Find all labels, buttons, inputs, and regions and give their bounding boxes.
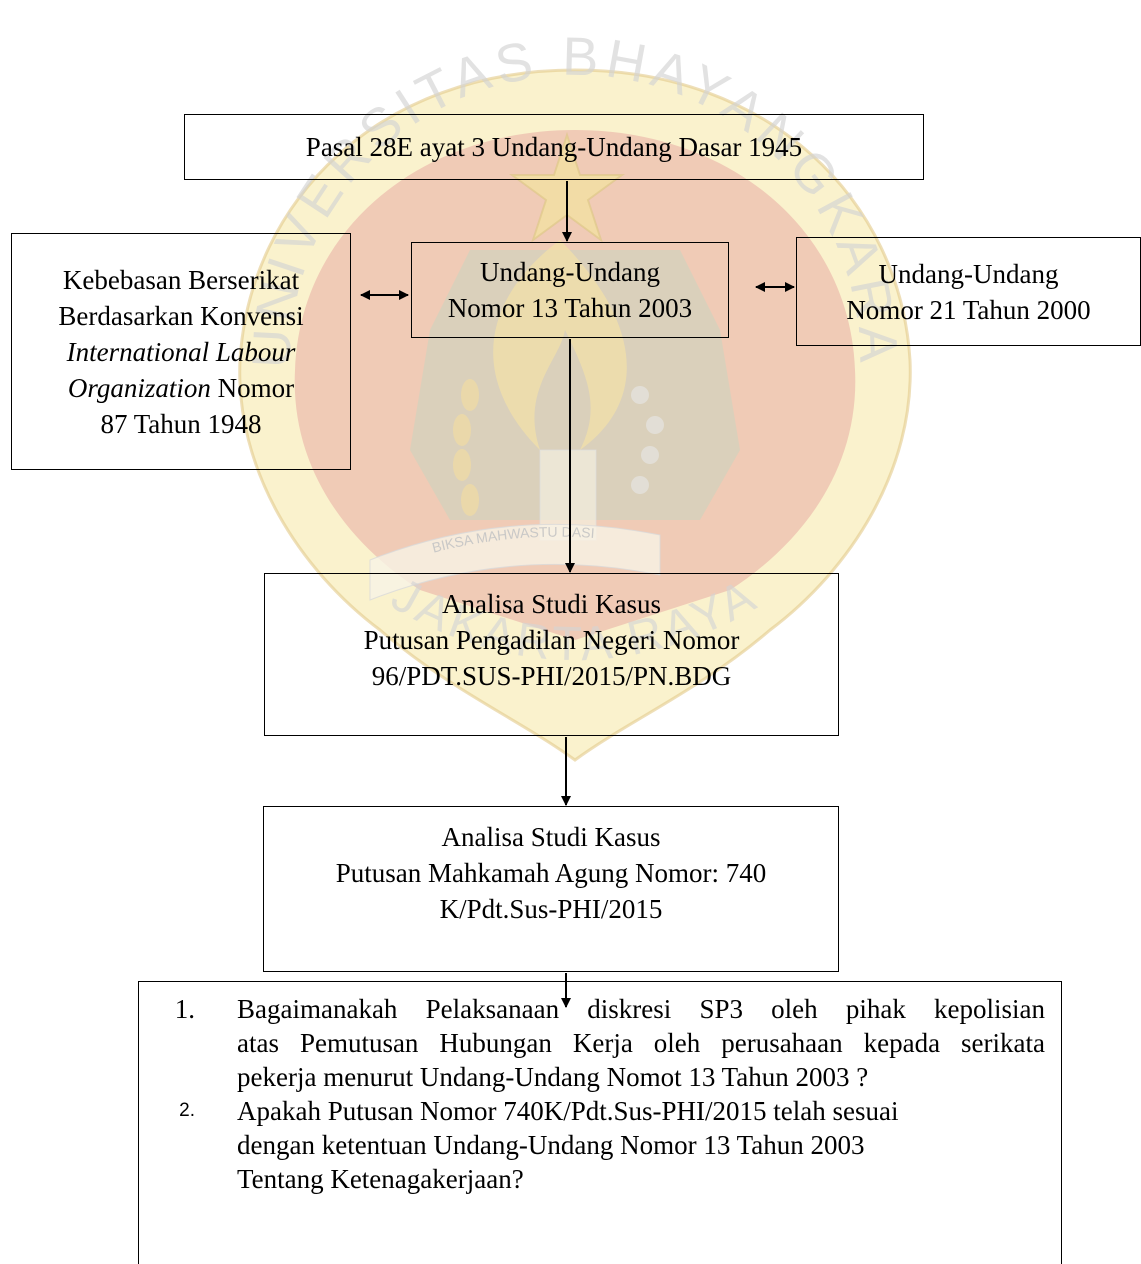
node-analisa-putusan-ma: Analisa Studi Kasus Putusan Mahkamah Agu…	[263, 806, 839, 972]
question-number: 1.	[174, 994, 195, 1024]
question-item: 1. Bagaimanakah Pelaksanaan diskresi SP3…	[139, 992, 1045, 1094]
node-text: Analisa Studi Kasus	[442, 589, 661, 619]
watermark-text-ribbon: BIKSA MAHWASTU DASI	[430, 524, 595, 556]
watermark-red-field	[294, 130, 856, 640]
question-number: 2.	[179, 1100, 195, 1121]
node-text-line: Organization Nomor	[68, 370, 294, 406]
question-line: pekerja menurut Undang-Undang Nomot 13 T…	[237, 1062, 869, 1092]
node-text: Undang-Undang	[480, 257, 660, 287]
watermark-torch-handle	[539, 449, 597, 541]
node-kebebasan-berserikat-ilo: Kebebasan Berserikat Berdasarkan Konvens…	[11, 233, 351, 470]
node-text: K/Pdt.Sus-PHI/2015	[439, 894, 663, 924]
node-text: International Labour	[66, 336, 296, 367]
question-line: Bagaimanakah Pelaksanaan diskresi SP3 ol…	[237, 994, 1045, 1024]
node-text: Nomor	[210, 372, 295, 403]
node-text: Berdasarkan Konvensi	[58, 300, 304, 331]
node-text: 96/PDT.SUS-PHI/2015/PN.BDG	[371, 661, 732, 691]
node-analisa-putusan-pn: Analisa Studi Kasus Putusan Pengadilan N…	[264, 573, 839, 736]
node-research-questions: 1. Bagaimanakah Pelaksanaan diskresi SP3…	[138, 981, 1062, 1264]
question-line: Tentang Ketenagakerjaan?	[237, 1164, 524, 1194]
node-text: Undang-Undang	[878, 258, 1059, 289]
node-uu-21-2000: Undang-Undang Nomor 21 Tahun 2000	[796, 237, 1141, 346]
node-text: 87 Tahun 1948	[100, 408, 262, 439]
question-line: dengan ketentuan Undang-Undang Nomor 13 …	[237, 1130, 865, 1160]
node-text: Analisa Studi Kasus	[441, 822, 661, 852]
node-text: Putusan Mahkamah Agung Nomor: 740	[335, 858, 767, 888]
question-item: 2. Apakah Putusan Nomor 740K/Pdt.Sus-PHI…	[139, 1094, 1045, 1196]
node-pasal-28e-uud-1945: Pasal 28E ayat 3 Undang-Undang Dasar 194…	[184, 114, 924, 180]
node-text: Nomor 21 Tahun 2000	[846, 294, 1091, 325]
node-text: Kebebasan Berserikat	[62, 264, 300, 295]
node-text: Organization	[67, 372, 211, 403]
question-line: atas Pemutusan Hubungan Kerja oleh perus…	[237, 1028, 1045, 1058]
question-text: Bagaimanakah Pelaksanaan diskresi SP3 ol…	[237, 992, 1045, 1094]
node-text: Putusan Pengadilan Negeri Nomor	[363, 625, 740, 655]
question-line: Apakah Putusan Nomor 740K/Pdt.Sus-PHI/20…	[237, 1096, 899, 1126]
node-text: Pasal 28E ayat 3 Undang-Undang Dasar 194…	[305, 132, 803, 162]
node-uu-13-2003: Undang-Undang Nomor 13 Tahun 2003	[411, 242, 729, 338]
node-text: Nomor 13 Tahun 2003	[447, 293, 693, 323]
question-text: Apakah Putusan Nomor 740K/Pdt.Sus-PHI/20…	[237, 1094, 1045, 1196]
